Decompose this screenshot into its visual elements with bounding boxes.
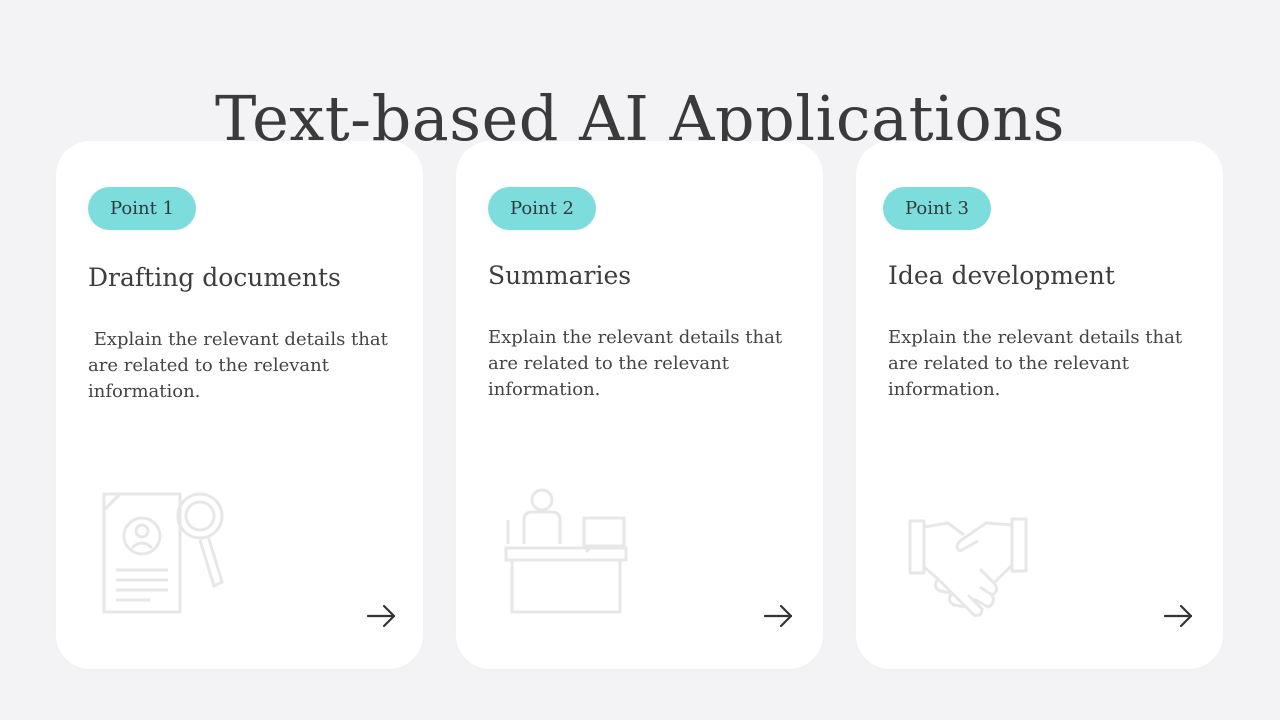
card-body-text: Explain the relevant details that are re…	[88, 329, 394, 402]
card-heading: Drafting documents	[88, 263, 341, 292]
card-point-1: Point 1 Drafting documents Explain the r…	[56, 141, 423, 669]
point-badge: Point 3	[883, 187, 991, 230]
point-badge: Point 2	[488, 187, 596, 230]
card-body-text: Explain the relevant details that are re…	[488, 327, 788, 400]
card-body-text: Explain the relevant details that are re…	[888, 327, 1188, 400]
card-heading: Summaries	[488, 261, 632, 290]
arrow-right-icon[interactable]	[761, 601, 795, 631]
arrow-right-icon[interactable]	[364, 601, 398, 631]
card-point-3: Point 3 Idea development Explain the rel…	[856, 141, 1223, 669]
arrow-right-icon[interactable]	[1161, 601, 1195, 631]
point-badge: Point 1	[88, 187, 196, 230]
card-point-2: Point 2 Summaries Explain the relevant d…	[456, 141, 823, 669]
handshake-icon	[908, 517, 1028, 617]
card-heading: Idea development	[888, 261, 1115, 290]
document-search-icon	[102, 492, 224, 614]
person-at-desk-icon	[504, 488, 628, 614]
